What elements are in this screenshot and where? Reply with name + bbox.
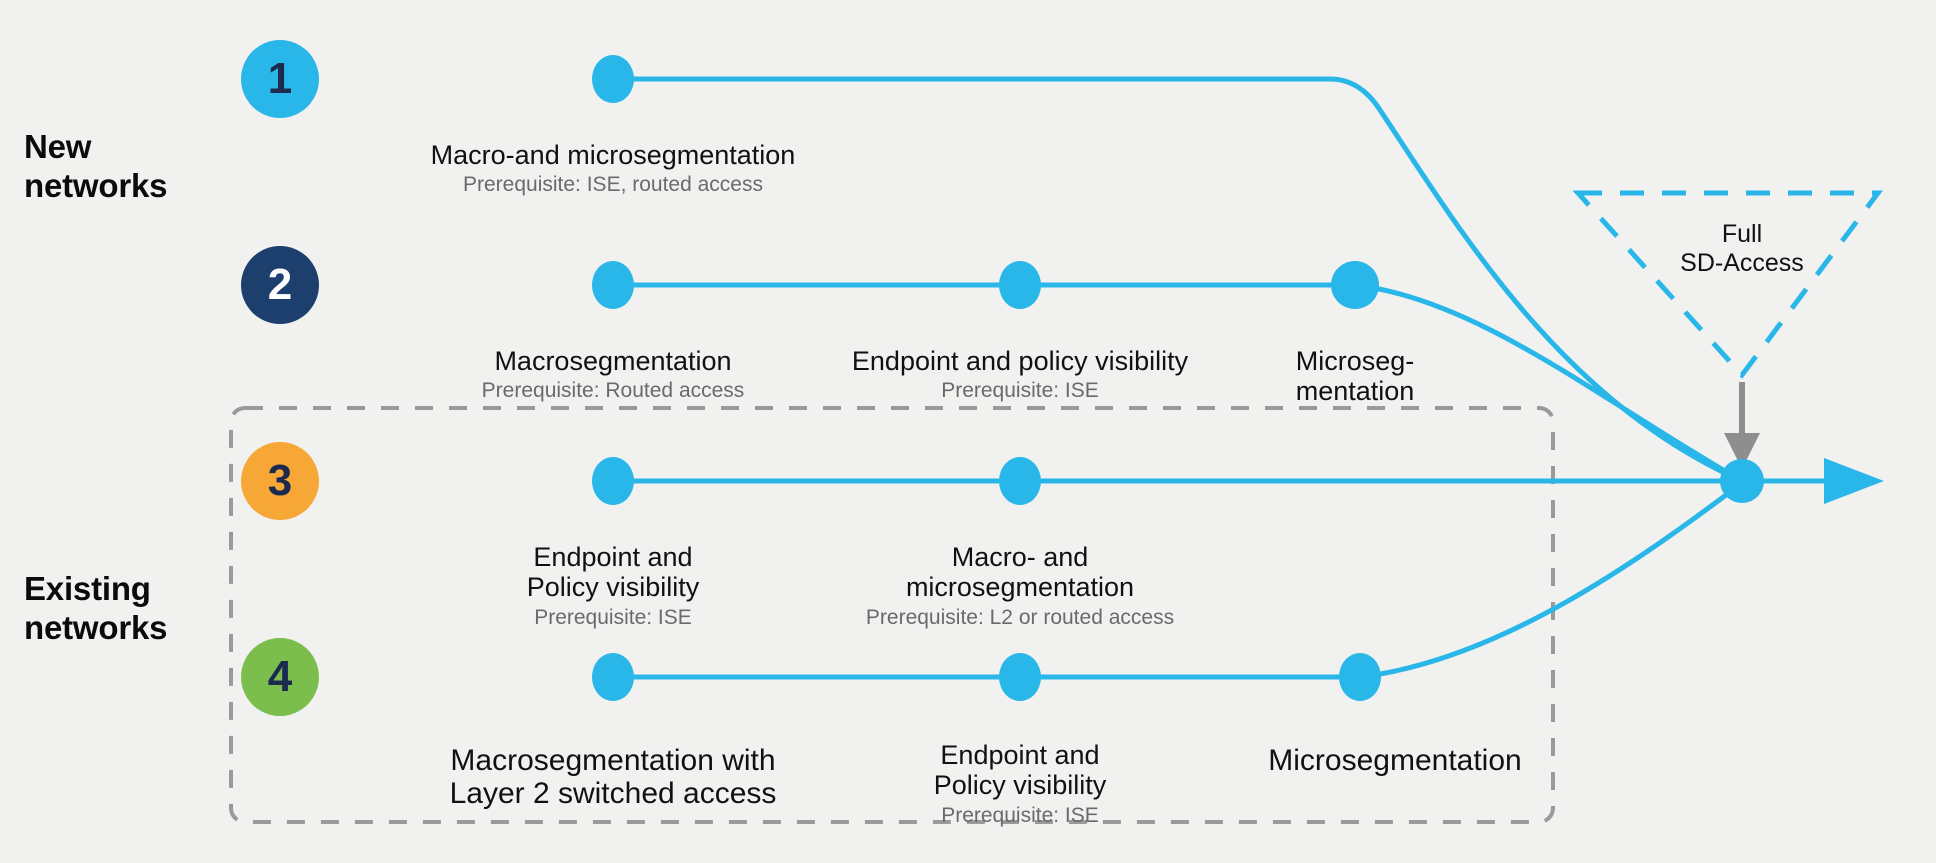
hub-outgoing-arrow-head [1824,458,1884,504]
row1-node-dot-1 [592,55,634,103]
row1-node-1-title: Macro-and microsegmentation [430,140,796,171]
full-sd-access-triangle [1572,190,1883,379]
side-label-new-networks: New networks [24,128,168,204]
row2-node-1-label: Macrosegmentation Prerequisite: Routed a… [403,316,823,434]
row3-node-dot-1 [592,457,634,505]
row3-node-1-label: Endpoint and Policy visibility Prerequis… [433,512,793,661]
step-badge-2-number: 2 [267,260,293,309]
side-label-existing-networks: Existing networks [24,570,168,646]
row2-node-1-prereq: Prerequisite: Routed access [481,379,745,403]
sd-access-arrow-head [1724,433,1760,469]
row2-node-3-title: Microseg- mentation [1295,346,1415,407]
full-sd-access-label: Full SD-Access [1680,220,1804,277]
row4-node-dot-3 [1339,653,1381,701]
step-badge-3-number: 3 [267,456,293,505]
row2-node-2-prereq: Prerequisite: ISE [941,379,1099,403]
row3-node-1-prereq: Prerequisite: ISE [534,605,692,629]
row2-node-2-title: Endpoint and policy visibility [851,346,1189,377]
row2-node-2-label: Endpoint and policy visibility Prerequis… [805,316,1235,434]
step-badge-2[interactable]: 2 [241,246,319,324]
step-badge-3[interactable]: 3 [241,442,319,520]
row1-node-1-label: Macro-and microsegmentation Prerequisite… [303,110,923,228]
row3-node-2-title: Macro- and microsegmentation [905,542,1135,603]
step-badge-1-number: 1 [267,54,293,103]
row1-node-1-prereq: Prerequisite: ISE, routed access [463,173,763,197]
row2-node-dot-3 [1331,261,1379,309]
row3-node-1-title: Endpoint and Policy visibility [526,542,700,603]
row3-node-dot-2 [999,457,1041,505]
step-badge-4-number: 4 [267,652,293,701]
row3-node-2-prereq: Prerequisite: L2 or routed access [865,605,1175,629]
row2-node-3-label: Microseg- mentation [1210,316,1500,407]
existing-networks-group-box [229,406,1555,824]
step-badge-4[interactable]: 4 [241,638,319,716]
row4-node-3-title: Microsegmentation [1268,743,1522,777]
row4-node-2-title: Endpoint and Policy visibility [933,740,1107,801]
row2-node-dot-1 [592,261,634,309]
row4-node-2-label: Endpoint and Policy visibility Prerequis… [850,710,1190,859]
row4-node-2-prereq: Prerequisite: ISE [941,803,1099,827]
row4-node-dot-2 [999,653,1041,701]
row4-node-1-title: Macrosegmentation with Layer 2 switched … [449,743,777,811]
step-badge-1[interactable]: 1 [241,40,319,118]
row4-node-1-label: Macrosegmentation with Layer 2 switched … [378,710,848,811]
row2-node-dot-2 [999,261,1041,309]
row4-connector-to-hub [1357,480,1745,680]
row3-node-2-label: Macro- and microsegmentation Prerequisit… [795,512,1245,661]
row4-node-dot-1 [592,653,634,701]
row2-node-1-title: Macrosegmentation [494,346,732,377]
convergence-hub-dot [1720,459,1764,503]
row4-node-3-label: Microsegmentation [1185,710,1605,777]
row2-connector-to-hub [1352,282,1745,484]
